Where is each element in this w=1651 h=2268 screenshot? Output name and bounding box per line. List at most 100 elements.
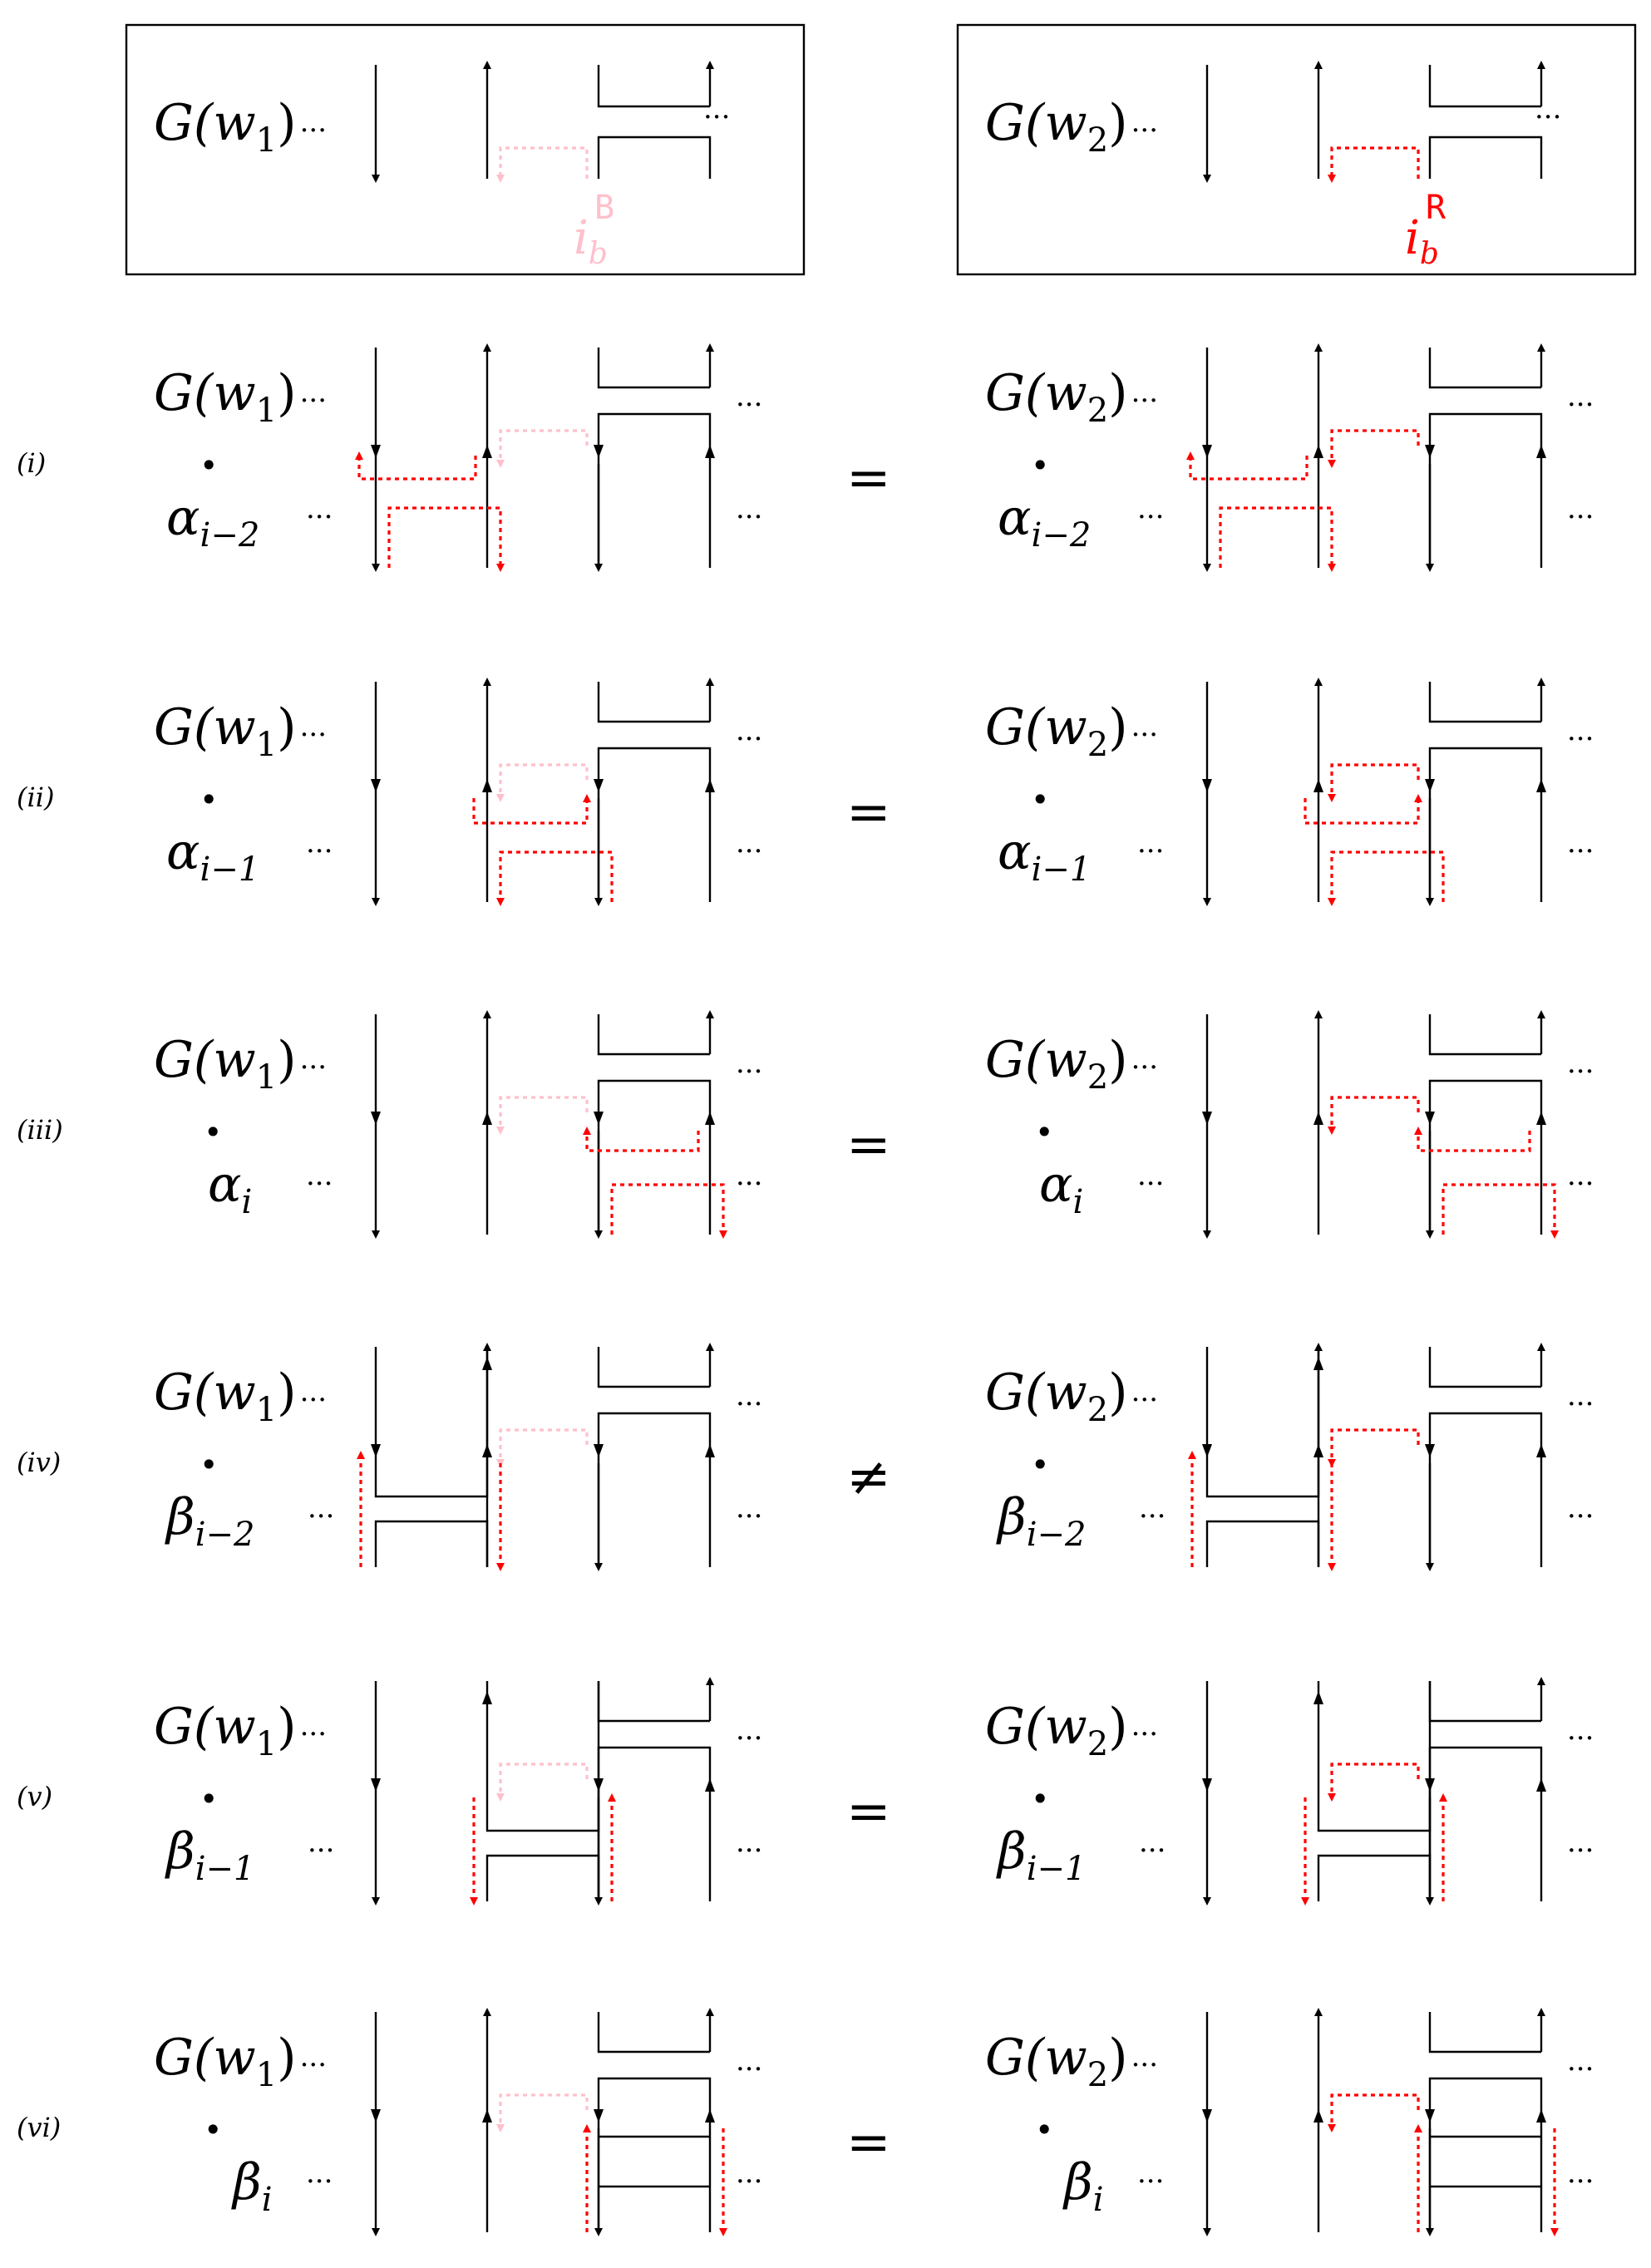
strand-arrow <box>1425 445 1435 458</box>
row-label: (i) <box>17 447 46 479</box>
ellipsis: ··· <box>736 1500 762 1533</box>
strand-arrow <box>482 779 492 792</box>
beta-cup <box>374 1520 489 1567</box>
panel-right: G(w2)···•αi−2········· <box>985 343 1594 572</box>
bullet-dot: • <box>1031 781 1049 818</box>
strand-arrow <box>705 779 715 792</box>
generator-path-1 <box>1304 794 1422 825</box>
cup-top <box>597 1681 710 1723</box>
strand-arrow <box>1313 779 1323 792</box>
strand-arrow <box>1202 1778 1212 1792</box>
row-label: (ii) <box>17 781 54 813</box>
g-label: G(w2)··· <box>985 1698 1158 1763</box>
cap-bottom <box>597 412 712 568</box>
relation-symbol: = <box>846 1781 891 1842</box>
g-label: G(w2)··· <box>985 1363 1158 1429</box>
marker-path <box>496 2093 589 2132</box>
cap-bottom <box>1428 412 1543 568</box>
strand-arrow <box>1425 779 1435 792</box>
generator-label: αi <box>1039 1156 1083 1221</box>
cap-bottom <box>1428 1746 1543 1901</box>
strand-arrow <box>705 2109 715 2123</box>
generator-label: βi <box>1062 2153 1103 2219</box>
ellipsis: ··· <box>1567 835 1594 868</box>
beta-cap <box>1205 1347 1320 1498</box>
row-4: (iv)≠G(w1)···•βi−2·········G(w2)···•βi−2… <box>17 1343 1594 1571</box>
cap-bottom <box>1428 2077 1543 2232</box>
row-label: (iv) <box>17 1447 61 1478</box>
header-frame <box>125 23 806 276</box>
bullet-dot: • <box>204 1114 222 1151</box>
ellipsis: ··· <box>736 1722 762 1755</box>
ellipsis: ··· <box>703 101 730 134</box>
panel-left: G(w1)···•αi−2········· <box>154 343 762 572</box>
ellipsis: ··· <box>306 835 333 868</box>
ellipsis: ··· <box>308 1834 334 1867</box>
generator-label: αi−1 <box>998 823 1091 889</box>
ellipsis: ··· <box>736 1834 762 1867</box>
bullet-dot: • <box>1031 447 1049 484</box>
ellipsis: ··· <box>1535 101 1561 134</box>
marker-path <box>496 146 589 183</box>
ellipsis: ··· <box>736 1167 762 1201</box>
cap-bottom <box>1428 747 1543 902</box>
panel-right: G(w2)···•αi········· <box>985 1010 1594 1239</box>
g-label: G(w2)··· <box>985 698 1158 764</box>
ellipsis: ··· <box>736 388 762 422</box>
cup-top <box>597 348 710 389</box>
strand-arrow <box>1425 1112 1435 1125</box>
ellipsis: ··· <box>1567 1167 1594 1201</box>
strand-arrow <box>1313 1357 1323 1370</box>
ellipsis: ··· <box>736 2053 762 2086</box>
cap-bottom <box>1428 1412 1543 1567</box>
marker-label: ibR <box>1405 189 1446 271</box>
ellipsis: ··· <box>736 2165 762 2198</box>
ellipsis: ··· <box>736 1388 762 1421</box>
strand-arrow <box>1202 779 1212 792</box>
cup-top <box>597 682 710 723</box>
cup-top <box>597 2012 710 2054</box>
marker-path <box>1328 1763 1420 1802</box>
g-label: G(w1)··· <box>154 1698 327 1763</box>
cap-bottom <box>1428 136 1543 179</box>
strand-arrow <box>482 1357 492 1370</box>
bullet-dot: • <box>200 447 218 484</box>
bullet-dot: • <box>200 1781 218 1817</box>
marker-path <box>496 429 589 468</box>
cup-top <box>1428 348 1541 389</box>
header-box-left: G(w1)······ibB <box>125 23 806 276</box>
g-label: G(w1)··· <box>154 1031 327 1097</box>
bullet-dot: • <box>1031 1781 1049 1817</box>
strand-arrow <box>705 1444 715 1457</box>
cup-top <box>1428 1681 1541 1723</box>
ellipsis: ··· <box>1567 1834 1594 1867</box>
cap-bottom <box>597 747 712 902</box>
ellipsis: ··· <box>1137 1167 1164 1201</box>
relation-symbol: = <box>846 2112 891 2173</box>
bullet-dot: • <box>200 1447 218 1483</box>
strand-arrow <box>371 445 381 458</box>
cap-bottom <box>597 1079 712 1235</box>
ellipsis: ··· <box>736 1055 762 1088</box>
strand-arrow <box>1202 2109 1212 2123</box>
beta-cap <box>374 1347 489 1498</box>
bullet-dot: • <box>1031 1447 1049 1483</box>
marker-label: ibB <box>574 189 614 271</box>
panel-right: G(w2)···•βi−2········· <box>985 1343 1594 1571</box>
panel-left: G(w1)···•βi−2········· <box>154 1343 762 1571</box>
generator-path-2 <box>1219 506 1336 572</box>
strand-arrow <box>371 2109 381 2123</box>
beta-cap <box>1317 1681 1432 1832</box>
row-label: (vi) <box>17 2112 61 2143</box>
panel-left: G(w1)···•βi−1········· <box>154 1677 762 1906</box>
marker-path <box>1328 146 1420 183</box>
cap-bottom <box>597 1412 712 1567</box>
g-label: G(w1)··· <box>154 364 327 430</box>
strand-arrow <box>594 445 604 458</box>
ellipsis: ··· <box>1567 1388 1594 1421</box>
header-frame <box>956 23 1637 276</box>
ellipsis: ··· <box>1567 1722 1594 1755</box>
marker-path <box>1328 763 1420 802</box>
relation-symbol: = <box>846 781 891 843</box>
marker-path <box>1328 429 1420 468</box>
